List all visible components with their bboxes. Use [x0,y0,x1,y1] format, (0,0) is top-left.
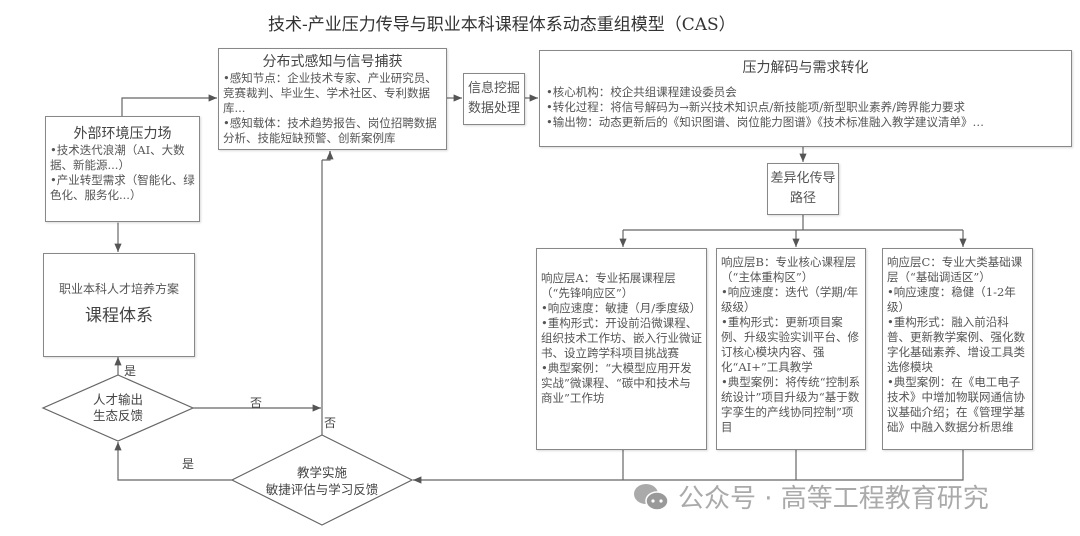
layer-line: •重构形式：开设前沿微课程、组织技术工作坊、嵌入行业微证书、设立跨学科项目挑战赛 [541,316,702,360]
talent-line: 生态反馈 [92,408,143,423]
layer-line: 响应层B：专业核心课程层（“主体重构区”） [721,255,856,284]
teaching-diamond [230,434,414,526]
path-line: 路径 [789,191,816,206]
layer-line: •典型案例：将传统“控制系统设计”项目升级为“基于数字孪生的产线协同控制”项目 [721,375,861,434]
decode-line: •转化过程：将信号解码为→新兴技术知识点/新技能项/新型职业素养/跨界能力要求 [546,100,966,114]
layer-c-box: 响应层C：专业大类基础课层（“基础调适区”） •响应速度：稳健（1-2年级） •… [882,248,1033,450]
path-line: 差异化传导 [770,171,836,186]
no-label-talent: 否 [250,396,263,410]
layer-line: 响应层A：专业拓展课程层（“先锋响应区”） [541,271,676,300]
talent-diamond-label: 人才输出 生态反馈 [88,392,148,424]
layer-line: •典型案例：“大模型应用开发实战”微课程、“碳中和技术与商业”工作坊 [541,361,692,405]
sensing-line: •感知节点：企业技术专家、产业研究员、竞赛裁判、毕业生、学术社区、专利数据库..… [223,71,437,115]
layer-line: •典型案例：在《电工电子技术》中增加物联网通信协议基础介绍；在《管理学基础》中融… [887,375,1025,434]
teaching-diamond-label: 教学实施 敏捷评估与学习反馈 [250,464,394,498]
curriculum-box: 职业本科人才培养方案 课程体系 [43,253,195,357]
layer-line: •重构形式：更新项目案例、升级实验实训平台、修订核心模块内容、强化“AI+”工具… [721,315,859,374]
decode-box: 压力解码与需求转化 •核心机构：校企共组课程建设委员会 •转化过程：将信号解码为… [539,50,1072,147]
external-line: •技术迭代浪潮（AI、大数据、新能源...） [50,143,185,172]
curriculum-subtitle: 职业本科人才培养方案 [58,282,179,296]
arrow-external-to-sensing [121,94,217,116]
talent-diamond [41,374,195,442]
decode-title: 压力解码与需求转化 [742,60,869,76]
sensing-line: •感知载体：技术趋势报告、岗位招聘数据分析、技能短缺预警、创新案例库 [223,116,437,145]
wechat-icon [634,483,669,511]
teaching-line: 敏捷评估与学习反馈 [265,482,379,497]
path-box: 差异化传导 路径 [767,163,839,215]
path-branch [623,215,963,231]
layer-line: •响应速度：稳健（1-2年级） [887,285,1016,314]
layers-to-teaching [413,450,964,480]
decode-line: •输出物：动态更新后的《知识图谱、岗位能力图谱》《技术标准融入教学建议清单》… [546,115,985,129]
watermark: 公众号 · 高等工程教育研究 [632,478,989,515]
arrow-teaching-to-sensing [321,151,331,435]
layer-line: •响应速度：迭代（学期/年级级） [721,285,859,314]
talent-line: 人才输出 [92,392,143,407]
arrow-teaching-yes [114,442,232,481]
layer-line: •响应速度：敏捷（月/季度级） [541,301,702,315]
layer-a-box: 响应层A：专业拓展课程层（“先锋响应区”） •响应速度：敏捷（月/季度级） •重… [536,248,707,450]
layer-line: 响应层C：专业大类基础课层（“基础调适区”） [887,255,1023,284]
decode-line: •核心机构：校企共组课程建设委员会 [546,85,737,99]
external-line: •产业转型需求（智能化、绿色化、服务化...） [50,173,195,202]
sensing-box: 分布式感知与信号捕获 •感知节点：企业技术专家、产业研究员、竞赛裁判、毕业生、学… [218,48,447,150]
layer-line: •重构形式：融入前沿科普、更新教学案例、强化数字化基础素养、增设工具类选修模块 [887,315,1025,374]
yes-label-talent: 是 [124,364,137,378]
layer-b-box: 响应层B：专业核心课程层（“主体重构区”） •响应速度：迭代（学期/年级级） •… [716,248,866,450]
no-label-teaching: 否 [324,416,337,430]
teaching-line: 教学实施 [296,465,347,480]
watermark-text: 公众号 · 高等工程教育研究 [678,484,989,514]
external-pressure-box: 外部环境压力场 •技术迭代浪潮（AI、大数据、新能源...） •产业转型需求（智… [45,116,200,222]
sensing-title: 分布式感知与信号捕获 [262,54,403,70]
mining-box: 信息挖掘 数据处理 [463,73,525,125]
diagram-title: 技术-产业压力传导与职业本科课程体系动态重组模型（CAS） [268,15,736,35]
mining-line: 信息挖掘 [467,81,520,96]
mining-line: 数据处理 [467,101,520,116]
external-title: 外部环境压力场 [73,126,172,142]
yes-label-teaching: 是 [182,457,195,471]
curriculum-title: 课程体系 [85,306,153,326]
